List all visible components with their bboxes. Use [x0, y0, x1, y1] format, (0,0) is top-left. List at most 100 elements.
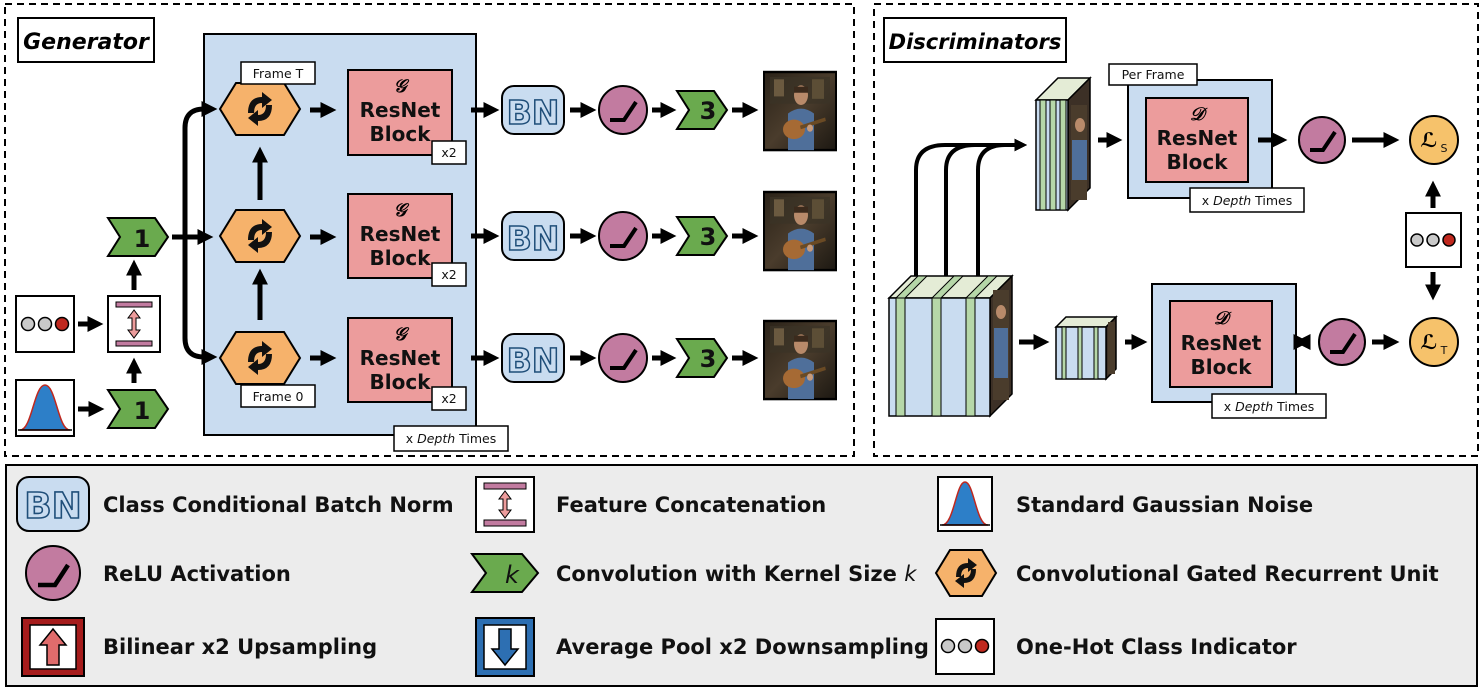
conv-kernel-label: 3 [700, 223, 717, 251]
legend-label: Feature Concatenation [556, 493, 826, 517]
onehot-icon [1405, 212, 1462, 268]
video-volume [887, 274, 1014, 418]
legend-label: Bilinear x2 Upsampling [103, 635, 377, 659]
upsample-icon [21, 617, 85, 677]
generator-panel [4, 3, 855, 457]
resnet-line1: ResNet [360, 98, 441, 122]
loss-temporal-symbol: ℒ [1420, 330, 1437, 354]
conv-kernel-label: 3 [700, 345, 717, 373]
generator-row-top: Frame T 𝒢 ResNet Block x2 BN 3 [218, 61, 838, 165]
bn-text: BN [507, 93, 560, 132]
svg-text:x Depth Times: x Depth Times [1202, 193, 1293, 208]
per-frame-label: Per Frame [1122, 67, 1185, 82]
gaussian-noise-icon [937, 476, 993, 532]
arrow [914, 138, 1028, 276]
video-frame [762, 190, 838, 272]
loss-icon: ℒ T [1409, 317, 1459, 367]
sampled-frames-stack [1034, 76, 1092, 212]
resnet-block: 𝒢 ResNet Block x2 [347, 69, 467, 165]
onehot-icon [935, 618, 995, 675]
gru-icon [934, 549, 998, 597]
legend-bn-text: BN [24, 486, 82, 527]
legend-label: Average Pool x2 Downsampling [556, 635, 929, 659]
per-frame-block: Per Frame 𝒟 ResNet Block x Depth Times [1108, 63, 1305, 213]
depth-suffix: Times [1251, 193, 1292, 208]
loss-temporal-sub: T [1440, 344, 1448, 357]
conv-kernel-label: 1 [134, 397, 151, 425]
legend-label: Convolution with Kernel Size [556, 562, 904, 586]
repeat-badge: x2 [441, 391, 456, 406]
repeat-badge: x2 [441, 145, 456, 160]
legend-panel [5, 464, 1478, 687]
resnet-symbol: 𝒢 [394, 76, 410, 97]
legend-label: Standard Gaussian Noise [1016, 493, 1313, 517]
generator-row-middle: 𝒢 ResNet Block x2 BN 3 [218, 190, 838, 287]
resnet-line2: Block [1191, 355, 1253, 379]
resnet-block: 𝒢 ResNet Block x2 [347, 193, 467, 287]
frame-label-tag: Frame 0 [240, 384, 316, 408]
gru-icon [218, 82, 302, 136]
resnet-line1: ResNet [360, 346, 441, 370]
depth-word: Depth [1235, 399, 1273, 414]
resnet-symbol: 𝒟 [1190, 104, 1208, 125]
frame-label-tag: Frame T [240, 61, 316, 85]
legend-label: ReLU Activation [103, 562, 291, 586]
depth-prefix: x [1224, 399, 1235, 414]
video-frame [762, 70, 838, 152]
conv-kernel-label: 3 [700, 97, 717, 125]
feature-concat-icon [475, 476, 535, 533]
resnet-line2: Block [370, 122, 432, 146]
resnet-line2: Block [370, 370, 432, 394]
discriminators-title: Discriminators [889, 30, 1062, 54]
depth-prefix: x [1202, 193, 1213, 208]
resnet-block: 𝒢 ResNet Block x2 [347, 317, 467, 411]
temporal-block: 𝒟 ResNet Block x Depth Times [1151, 283, 1327, 419]
legend-label-italic: k [904, 562, 917, 586]
batchnorm-icon: BN [16, 476, 90, 532]
frame-top-label: Frame T [253, 66, 304, 81]
loss-spatial-symbol: ℒ [1420, 128, 1437, 152]
resnet-symbol: 𝒢 [394, 200, 410, 221]
downsampled-volume [1054, 315, 1118, 381]
svg-text:Convolution with Kernel Size k: Convolution with Kernel Size k [556, 562, 917, 586]
svg-text:x Depth Times: x Depth Times [1224, 399, 1315, 414]
resnet-block: 𝒟 ResNet Block [1145, 97, 1249, 183]
generator-title-box: Generator [17, 17, 155, 63]
gru-icon [218, 209, 302, 263]
relu-icon [598, 211, 648, 261]
batchnorm-icon: BN [501, 211, 565, 261]
discriminators-title-box: Discriminators [883, 17, 1067, 63]
legend-label: One-Hot Class Indicator [1016, 635, 1297, 659]
resnet-line1: ResNet [1181, 331, 1262, 355]
relu-icon [598, 333, 648, 383]
arrow [1019, 131, 1442, 351]
resnet-symbol: 𝒟 [1214, 308, 1232, 329]
conv-icon: k [470, 553, 540, 593]
depth-suffix: Times [455, 431, 496, 446]
arrow [78, 100, 269, 418]
conv-kernel-label: 1 [134, 225, 151, 253]
resnet-line2: Block [370, 246, 432, 270]
depth-prefix: x [406, 431, 417, 446]
depth-suffix: Times [1273, 399, 1314, 414]
depth-word: Depth [417, 431, 455, 446]
bn-text: BN [507, 219, 560, 258]
downsample-icon [475, 617, 535, 677]
repeat-badge: x2 [441, 267, 456, 282]
resnet-block: 𝒟 ResNet Block [1169, 300, 1273, 388]
video-frame [762, 319, 838, 401]
conv-icon: 1 [106, 389, 170, 429]
discriminators-panel [873, 3, 1479, 457]
generator-row-bottom: Frame 0 𝒢 ResNet Block x2 BN 3 [218, 317, 838, 411]
resnet-line2: Block [1167, 150, 1229, 174]
loss-spatial-sub: S [1441, 142, 1448, 155]
batchnorm-icon: BN [501, 85, 565, 135]
feature-concat-icon [107, 295, 161, 353]
svg-text:x Depth Times: x Depth Times [406, 431, 497, 446]
relu-icon [598, 85, 648, 135]
depth-word: Depth [1213, 193, 1251, 208]
resnet-symbol: 𝒢 [394, 324, 410, 345]
gaussian-noise-icon [15, 379, 75, 437]
relu-icon [1298, 116, 1346, 164]
generator-title: Generator [23, 30, 150, 55]
